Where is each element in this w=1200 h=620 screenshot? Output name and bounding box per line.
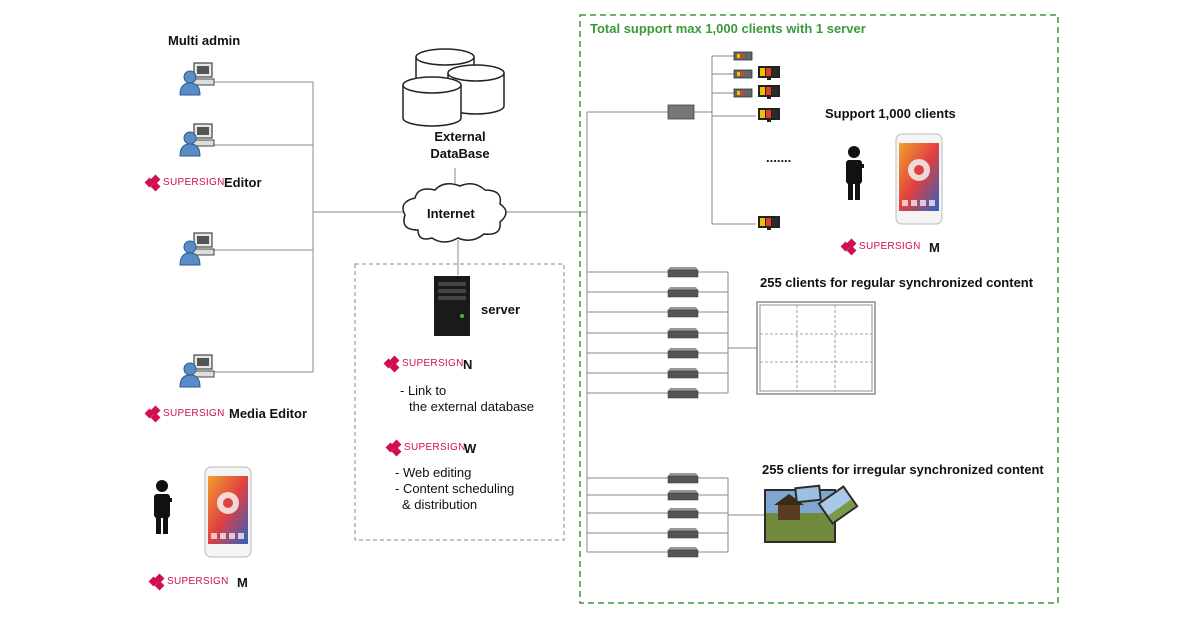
- settop-box-icon: [667, 367, 699, 379]
- internet-cloud-icon: [402, 183, 507, 243]
- server-boundary: [354, 263, 565, 541]
- client-pc-icon: [733, 69, 753, 79]
- media-editor-label: Media Editor: [229, 406, 308, 421]
- multi-admin-label: Multi admin: [168, 33, 241, 48]
- mobile-client-supersign-logo: SUPERSIGN: [840, 237, 921, 257]
- editor-pc-icon: [179, 123, 215, 157]
- settop-box-icon: [667, 327, 699, 339]
- supersign-w-feature-2: - Content scheduling: [395, 481, 515, 496]
- mobile-admin-m-label: M: [237, 575, 248, 590]
- editor-label: Editor: [224, 175, 262, 190]
- settop-box-icon: [667, 546, 699, 558]
- settop-box-icon: [667, 489, 699, 501]
- client-phone-icon: [895, 133, 943, 225]
- mobile-admin-supersign-logo: SUPERSIGN: [148, 572, 229, 592]
- supersign-n-feature-cont: the external database: [409, 399, 535, 414]
- support-clients-label: Support 1,000 clients: [825, 106, 956, 121]
- ellipsis-label: .......: [766, 150, 792, 165]
- internet-label: Internet: [427, 206, 475, 221]
- video-wall-icon: [756, 301, 876, 395]
- supersign-n-feature: - Link to: [400, 383, 447, 398]
- supersign-w-label: W: [464, 441, 477, 456]
- regular-sync-label: 255 clients for regular synchronized con…: [760, 275, 1034, 290]
- settop-box-icon: [667, 286, 699, 298]
- irregular-sync-label: 255 clients for irregular synchronized c…: [762, 462, 1044, 477]
- client-area-boundary: [579, 14, 1059, 604]
- client-person-icon: [846, 146, 864, 200]
- media-editor-supersign-logo: SUPERSIGN: [144, 404, 225, 424]
- settop-box-icon: [667, 527, 699, 539]
- supersign-w-logo: SUPERSIGN: [385, 438, 466, 458]
- admin-pc-icon: [179, 62, 215, 96]
- total-support-label: Total support max 1,000 clients with 1 s…: [590, 21, 866, 36]
- settop-box-icon: [667, 507, 699, 519]
- settop-box-icon: [667, 347, 699, 359]
- network-hub-icon: [667, 104, 695, 120]
- client-monitor-icon: [758, 85, 780, 99]
- supersign-n-label: N: [463, 357, 473, 372]
- client-monitor-icon: [758, 216, 780, 230]
- client-pc-icon: [733, 88, 753, 98]
- settop-box-icon: [667, 387, 699, 399]
- settop-box-icon: [667, 266, 699, 278]
- server-label: server: [481, 302, 521, 317]
- supersign-w-feature-1: - Web editing: [395, 465, 472, 480]
- supersign-n-logo: SUPERSIGN: [383, 354, 464, 374]
- database-icon: [402, 48, 505, 127]
- mobile-client-m-label: M: [929, 240, 940, 255]
- external-database-label: External DataBase: [430, 129, 490, 161]
- client-monitor-icon: [758, 108, 780, 122]
- server-icon: [434, 276, 470, 336]
- irregular-video-wall-icon: [764, 484, 859, 543]
- admin-pc-icon-3: [179, 232, 215, 266]
- client-pc-icon: [733, 51, 753, 61]
- media-editor-pc-icon: [179, 354, 215, 388]
- mobile-admin-phone-icon: [204, 466, 252, 558]
- editor-supersign-logo: SUPERSIGN: [144, 173, 225, 193]
- connection-lines: [208, 55, 764, 553]
- settop-box-icon: [667, 306, 699, 318]
- supersign-w-feature-3: & distribution: [402, 497, 478, 512]
- settop-box-icon: [667, 472, 699, 484]
- client-monitor-icon: [758, 66, 780, 80]
- mobile-admin-person-icon: [154, 480, 172, 534]
